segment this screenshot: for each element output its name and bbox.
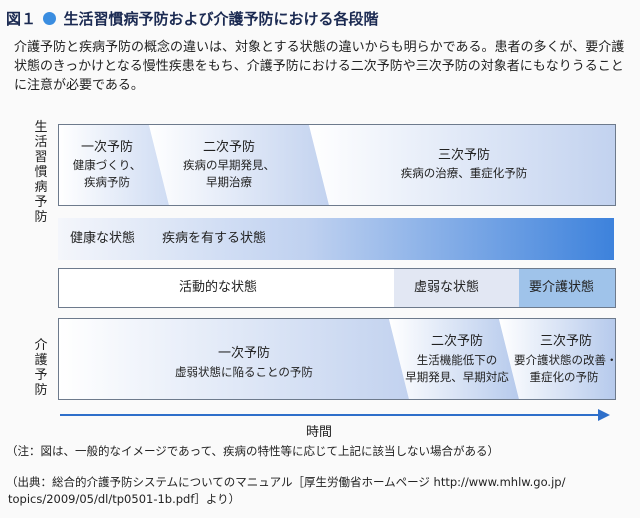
intro-paragraph: 介護予防と疾病予防の概念の違いは、対象とする状態の違いからも明らかである。患者の… (14, 40, 625, 93)
secondary-band (149, 125, 329, 205)
lifestyle-primary-desc1: 健康づくり、 (72, 158, 142, 172)
time-axis-label: 時間 (306, 425, 333, 440)
source-line-1: （出典：総合的介護予防システムについてのマニュアル［厚生労働省ホームページ ht… (6, 475, 566, 489)
frail-state-zone (394, 269, 519, 307)
frail-state-label: 虚弱な状態 (414, 280, 480, 295)
care-primary-title: 一次予防 (217, 346, 270, 361)
bullet-dot-icon (43, 12, 57, 25)
lifestyle-secondary-desc1: 疾病の早期発見、 (183, 158, 275, 172)
figure-label: 図１ (6, 10, 37, 28)
care-secondary-band (389, 319, 519, 399)
care-primary-band (59, 319, 409, 399)
lifestyle-primary-desc2: 疾病予防 (84, 175, 130, 189)
care-secondary-title: 二次予防 (430, 334, 483, 349)
care-tertiary-title: 三次予防 (539, 334, 592, 349)
figure-title: 図１ 生活習慣病予防および介護予防における各段階 (6, 8, 379, 29)
care-secondary-desc2: 早期発見、早期対応 (405, 370, 509, 384)
arrow-right-icon (598, 409, 610, 421)
lifestyle-tertiary-title: 三次予防 (437, 148, 490, 163)
lifestyle-tertiary-desc1: 疾病の治療、重症化予防 (400, 166, 528, 180)
health-state-bar: 健康な状態 疾病を有する状態 (58, 218, 614, 260)
figure-note: （注：図は、一般的なイメージであって、疾病の特性等に応じて上記に該当しない場合が… (6, 444, 499, 458)
care-state-label: 要介護状態 (529, 280, 595, 295)
care-tertiary-desc2: 重症化の予防 (529, 370, 599, 384)
disease-state-label: 疾病を有する状態 (162, 231, 267, 246)
lifestyle-secondary-title: 二次予防 (202, 140, 255, 155)
care-state-zone (519, 269, 615, 307)
care-tertiary-desc1: 要介護状態の改善・ (514, 353, 616, 367)
active-state-label: 活動的な状態 (179, 280, 258, 295)
tertiary-band (309, 125, 615, 205)
care-tertiary-band (499, 319, 615, 399)
primary-band (59, 125, 169, 205)
care-prevention-label: 介護予防 (34, 338, 48, 398)
figure-title-text: 生活習慣病予防および介護予防における各段階 (63, 10, 379, 28)
care-primary-desc1: 虚弱状態に陥ることの予防 (175, 365, 313, 379)
health-state-gradient (58, 218, 614, 260)
time-axis-line (60, 414, 600, 416)
care-prevention-panel: 一次予防 虚弱状態に陥ることの予防 二次予防 生活機能低下の 早期発見、早期対応… (58, 318, 616, 400)
activity-state-bar: 活動的な状態 虚弱な状態 要介護状態 (58, 268, 616, 308)
source-line-2: topics/2009/05/dl/tp0501-1b.pdf］より） (8, 492, 241, 506)
lifestyle-prevention-bands (59, 125, 615, 205)
lifestyle-prevention-panel: 一次予防 健康づくり、 疾病予防 二次予防 疾病の早期発見、 早期治療 三次予防… (58, 124, 616, 206)
lifestyle-primary-title: 一次予防 (80, 140, 133, 155)
healthy-state-label: 健康な状態 (70, 231, 136, 246)
lifestyle-prevention-label: 生活習慣病予防 (34, 120, 48, 225)
lifestyle-secondary-desc2: 早期治療 (206, 175, 252, 189)
care-prevention-bands (59, 319, 615, 399)
care-secondary-desc1: 生活機能低下の (416, 353, 498, 367)
